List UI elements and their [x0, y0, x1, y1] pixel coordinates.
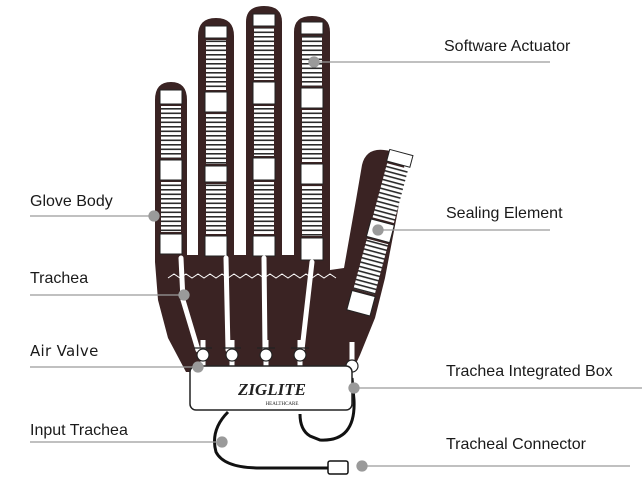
tracheal-connector-part [328, 461, 348, 474]
logo-brand: ZIGLITE [237, 380, 306, 399]
label-tracheal-connector: Tracheal Connector [446, 436, 586, 454]
label-air-valve: Air Valve [30, 342, 99, 360]
label-trachea: Trachea [30, 270, 88, 288]
label-input-trachea: Input Trachea [30, 422, 128, 440]
label-trachea-integrated-box: Trachea Integrated Box [446, 363, 613, 381]
finger-actuator-middle [253, 14, 275, 256]
label-glove-body: Glove Body [30, 193, 113, 211]
input-trachea-tube [215, 412, 331, 468]
label-software-actuator: Software Actuator [444, 38, 570, 56]
finger-actuator-little [160, 90, 182, 254]
logo-sub: HEALTHCARE [266, 402, 299, 407]
glove-body [155, 6, 404, 372]
label-sealing-element: Sealing Element [446, 205, 563, 223]
finger-actuator-ring [205, 26, 227, 256]
